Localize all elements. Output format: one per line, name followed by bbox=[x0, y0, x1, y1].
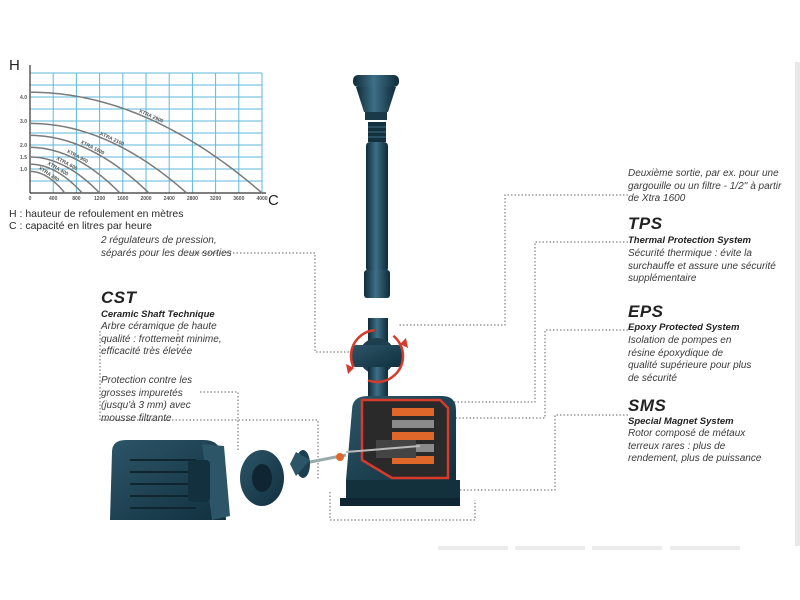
performance-curve bbox=[29, 91, 263, 194]
nozzle-head bbox=[353, 75, 399, 120]
eps-title: EPS bbox=[628, 302, 664, 321]
bottom-strip bbox=[592, 546, 662, 550]
cst-title: CST bbox=[101, 288, 137, 307]
regulators-text: 2 régulateurs de pression, séparés pour … bbox=[101, 235, 232, 259]
eps-text: Isolation de pompes en résine époxydique… bbox=[628, 335, 752, 384]
x-tick-label: 800 bbox=[72, 196, 81, 202]
bottom-strip bbox=[438, 546, 508, 550]
cst-text: Arbre céramique de haute qualité : frott… bbox=[101, 321, 222, 357]
extension-tube bbox=[364, 122, 390, 298]
right-edge-bar bbox=[795, 62, 800, 546]
tps-subtitle: Thermal Protection System bbox=[628, 235, 752, 246]
x-tick-label: 2800 bbox=[187, 196, 198, 202]
rotation-arrow-icon bbox=[349, 328, 405, 384]
performance-curve bbox=[29, 134, 150, 194]
x-tick-label: 0 bbox=[29, 196, 32, 202]
bottom-strip bbox=[670, 546, 740, 550]
leader-lines bbox=[99, 194, 628, 521]
cst-subtitle: Ceramic Shaft Technique bbox=[101, 309, 215, 320]
sms-subtitle: Special Magnet System bbox=[628, 416, 734, 427]
y-tick-label: 3.0 bbox=[20, 119, 27, 125]
performance-curve bbox=[29, 122, 188, 194]
motor-body bbox=[340, 396, 460, 506]
x-tick-label: 3200 bbox=[210, 196, 221, 202]
y-tick-label: 4.0 bbox=[20, 95, 27, 101]
performance-curve bbox=[29, 163, 83, 194]
sms-text: Rotor composé de métaux terreux rares : … bbox=[628, 428, 762, 464]
y-axis-label: H bbox=[9, 57, 20, 74]
x-tick-label: 4000 bbox=[256, 196, 267, 202]
impeller bbox=[290, 450, 347, 478]
y-tick-label: 2.0 bbox=[20, 143, 27, 149]
chart-ticks: 0 400 800 1200 1600 2000 2400 2800 3200 3600 4000 1… bbox=[20, 95, 268, 202]
legend-h-text: H : hauteur de refoulement en mètres bbox=[9, 208, 184, 220]
x-tick-label: 2400 bbox=[164, 196, 175, 202]
performance-curve bbox=[29, 170, 66, 194]
tps-text: Sécurité thermique : évite la surchauffe… bbox=[628, 248, 776, 284]
valve-assembly bbox=[346, 318, 408, 397]
sms-title: SMS bbox=[628, 396, 667, 415]
x-tick-label: 2000 bbox=[140, 196, 151, 202]
bottom-strip bbox=[515, 546, 585, 550]
x-tick-label: 3600 bbox=[233, 196, 244, 202]
performance-curve bbox=[29, 156, 101, 194]
x-tick-label: 400 bbox=[49, 196, 58, 202]
protection-text: Protection contre les grosses impuretés … bbox=[101, 375, 193, 424]
y-tick-label: 1.0 bbox=[20, 167, 27, 173]
performance-curve bbox=[29, 146, 121, 194]
eps-subtitle: Epoxy Protected System bbox=[628, 322, 740, 333]
legend-c-text: C : capacité en litres par heure bbox=[9, 220, 152, 232]
x-tick-label: 1600 bbox=[117, 196, 128, 202]
tps-title: TPS bbox=[628, 214, 663, 233]
filter-housing bbox=[110, 440, 230, 520]
y-tick-label: 1.5 bbox=[20, 155, 27, 161]
x-tick-label: 1200 bbox=[94, 196, 105, 202]
x-axis-label: C bbox=[268, 192, 279, 209]
second-outlet-text: Deuxième sortie, par ex. pour une gargou… bbox=[628, 168, 782, 204]
coupling-ring bbox=[240, 450, 284, 506]
